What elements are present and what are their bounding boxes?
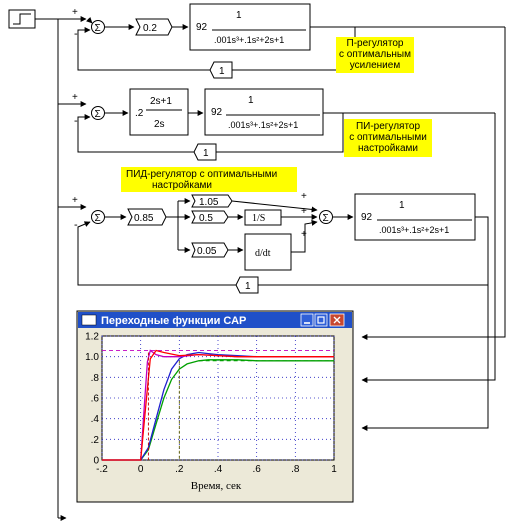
kd-gain-block[interactable]: 0.05 bbox=[191, 242, 229, 258]
step-source-block[interactable] bbox=[8, 9, 36, 29]
feedback1-value: 1 bbox=[219, 66, 225, 77]
loop-pid-controller: ПИД-регулятор с оптимальными настройками… bbox=[58, 167, 489, 431]
x-tick-label: .6 bbox=[252, 464, 261, 475]
sum1-block[interactable]: Σ bbox=[91, 20, 105, 35]
note-pid-controller: ПИД-регулятор с оптимальными настройками bbox=[121, 167, 297, 192]
x-tick-label: .4 bbox=[214, 464, 223, 475]
y-tick-label: .6 bbox=[91, 394, 100, 405]
integrator-block[interactable]: 1/S bbox=[244, 209, 282, 226]
sum1-plus-sign: + bbox=[72, 7, 78, 18]
x-tick-label: 1 bbox=[331, 464, 337, 475]
kd-value: 0.05 bbox=[197, 246, 217, 257]
y-tick-label: .2 bbox=[91, 435, 100, 446]
feedback3-block[interactable]: 1 bbox=[235, 276, 259, 294]
scope-window-icon bbox=[81, 314, 97, 326]
gain-pid-block[interactable]: 0.85 bbox=[127, 208, 167, 226]
plant1-block[interactable]: 92 1 .001s³+.1s²+2s+1 bbox=[189, 3, 311, 51]
x-tick-label: 0 bbox=[138, 464, 144, 475]
sum1-minus-sign: - bbox=[74, 28, 78, 40]
gain-p-block[interactable]: 0.2 bbox=[135, 18, 173, 36]
close-button[interactable] bbox=[329, 313, 345, 327]
sum2-symbol: Σ bbox=[95, 109, 101, 120]
integrator-label: 1/S bbox=[252, 213, 265, 224]
pi-numerator: 2s+1 bbox=[150, 96, 172, 107]
scope-window-title: Переходные функции САР bbox=[101, 315, 246, 327]
note-p-line2: с оптимальным bbox=[339, 49, 411, 60]
y-tick-label: 0 bbox=[93, 456, 99, 467]
feedback2-block[interactable]: 1 bbox=[193, 143, 217, 161]
sum1-symbol: Σ bbox=[95, 23, 101, 34]
pi-denominator: 2s bbox=[154, 119, 165, 130]
sum4-symbol: Σ bbox=[323, 213, 329, 224]
x-axis-label: Время, сек bbox=[191, 480, 242, 492]
sum2-minus-sign: - bbox=[74, 115, 78, 127]
loop-p-controller: + - Σ 0.2 92 1 .001s³+.1s²+2s+1 1 bbox=[58, 3, 506, 340]
plant3-numerator: 1 bbox=[399, 200, 405, 211]
plant1-numerator: 1 bbox=[236, 10, 242, 21]
sum3-minus-sign: - bbox=[74, 219, 78, 231]
loop-pi-controller: + - Σ .2 2s+1 2s 92 1 .001s³+.1s²+2s+1 1 bbox=[58, 88, 496, 383]
note-p-controller: П-регулятор с оптимальным усилением bbox=[336, 37, 414, 73]
sum3-symbol: Σ bbox=[95, 213, 101, 224]
plant1-denominator: .001s³+.1s²+2s+1 bbox=[214, 35, 284, 45]
gain-p-value: 0.2 bbox=[143, 23, 157, 34]
plant3-block[interactable]: 92 1 .001s³+.1s²+2s+1 bbox=[354, 193, 476, 241]
plant3-gain: 92 bbox=[361, 212, 373, 223]
derivative-label: d/dt bbox=[255, 248, 271, 259]
sum4-plus-sign-1: + bbox=[301, 191, 307, 202]
x-tick-label: -.2 bbox=[96, 464, 108, 475]
sum3-plus-sign: + bbox=[72, 195, 78, 206]
plant1-gain: 92 bbox=[196, 22, 208, 33]
gain-pid-value: 0.85 bbox=[134, 213, 154, 224]
sum2-block[interactable]: Σ bbox=[91, 106, 105, 121]
note-pi-line1: ПИ-регулятор bbox=[356, 121, 421, 132]
ki-value: 0.5 bbox=[199, 213, 213, 224]
feedback1-block[interactable]: 1 bbox=[209, 61, 233, 79]
pi-tf-block[interactable]: .2 2s+1 2s bbox=[129, 88, 189, 136]
plant2-block[interactable]: 92 1 .001s³+.1s²+2s+1 bbox=[204, 88, 324, 136]
sum4-block[interactable]: Σ bbox=[319, 210, 333, 225]
feedback3-value: 1 bbox=[245, 281, 251, 292]
note-pi-line3: настройками bbox=[358, 143, 418, 154]
signal-bus bbox=[35, 18, 66, 518]
note-pi-line2: с оптимальными bbox=[349, 132, 427, 143]
sum3-block[interactable]: Σ bbox=[91, 210, 105, 225]
note-p-line1: П-регулятор bbox=[347, 38, 404, 49]
minimize-button[interactable] bbox=[300, 313, 314, 327]
y-tick-label: 1.2 bbox=[85, 332, 99, 343]
plant2-numerator: 1 bbox=[248, 95, 254, 106]
sum2-plus-sign: + bbox=[72, 92, 78, 103]
sum4-plus-sign-2: + bbox=[301, 206, 307, 217]
note-pid-line1: ПИД-регулятор с оптимальными bbox=[126, 169, 277, 180]
plant2-gain: 92 bbox=[211, 107, 223, 118]
feedback2-value: 1 bbox=[203, 148, 209, 159]
note-pid-line2: настройками bbox=[152, 180, 212, 191]
kp-gain-block[interactable]: 1.05 bbox=[191, 194, 233, 208]
maximize-button[interactable] bbox=[314, 313, 328, 327]
plant3-denominator: .001s³+.1s²+2s+1 bbox=[379, 225, 449, 235]
derivative-block[interactable]: d/dt bbox=[244, 233, 292, 271]
note-p-line3: усилением bbox=[350, 60, 401, 71]
ki-gain-block[interactable]: 0.5 bbox=[191, 210, 229, 224]
y-tick-label: .8 bbox=[91, 373, 100, 384]
kp-value: 1.05 bbox=[199, 197, 219, 208]
x-tick-label: .8 bbox=[291, 464, 300, 475]
y-tick-label: .4 bbox=[91, 414, 100, 425]
sum4-plus-sign-3: + bbox=[301, 229, 307, 240]
plant2-denominator: .001s³+.1s²+2s+1 bbox=[228, 120, 298, 130]
pi-gain: .2 bbox=[135, 108, 144, 119]
scope-title-bar[interactable] bbox=[78, 312, 352, 328]
series-line-4 bbox=[102, 349, 334, 461]
x-tick-label: .2 bbox=[175, 464, 184, 475]
y-tick-label: 1.0 bbox=[85, 352, 99, 363]
note-pi-controller: ПИ-регулятор с оптимальными настройками bbox=[344, 119, 432, 157]
